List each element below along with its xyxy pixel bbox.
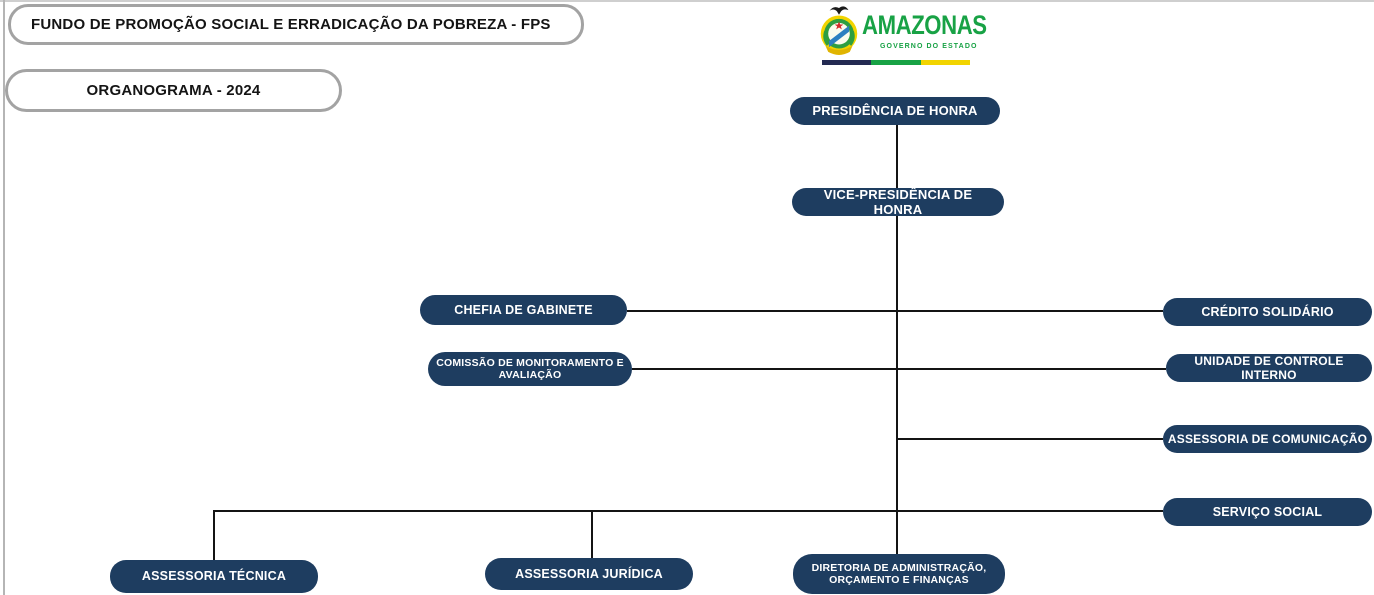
node-assessoria-de-comunicacao: ASSESSORIA DE COMUNICAÇÃO bbox=[1163, 425, 1372, 453]
node-label: VICE-PRESIDÊNCIA DE HONRA bbox=[823, 186, 973, 217]
node-label: UNIDADE DE CONTROLE INTERNO bbox=[1194, 353, 1344, 382]
node-label: ASSESSORIA JURÍDICA bbox=[515, 566, 663, 581]
node-vice-presidencia-de-honra: VICE-PRESIDÊNCIA DE HONRA bbox=[792, 186, 1004, 217]
connector-presidencia-vice bbox=[896, 125, 898, 189]
node-assessoria-juridica: ASSESSORIA JURÍDICA bbox=[485, 558, 693, 590]
logo-bar-green bbox=[871, 60, 921, 65]
connector-asscom bbox=[896, 438, 1163, 440]
node-servico-social: SERVIÇO SOCIAL bbox=[1163, 498, 1372, 526]
node-chefia-de-gabinete: CHEFIA DE GABINETE bbox=[420, 295, 627, 325]
node-presidencia-de-honra: PRESIDÊNCIA DE HONRA bbox=[790, 97, 1000, 125]
node-credito-solidario: CRÉDITO SOLIDÁRIO bbox=[1163, 298, 1372, 326]
page-title: FUNDO DE PROMOÇÃO SOCIAL E ERRADICAÇÃO D… bbox=[8, 4, 584, 45]
node-label: SERVIÇO SOCIAL bbox=[1212, 504, 1323, 519]
page-title-label: FUNDO DE PROMOÇÃO SOCIAL E ERRADICAÇÃO D… bbox=[31, 16, 551, 33]
coat-of-arms-icon bbox=[820, 6, 858, 55]
page-subtitle-label: ORGANOGRAMA - 2024 bbox=[86, 82, 261, 99]
logo-bar-yellow bbox=[920, 60, 970, 65]
connector-bottom-row bbox=[213, 510, 1163, 512]
node-assessoria-tecnica: ASSESSORIA TÉCNICA bbox=[110, 560, 318, 593]
page-subtitle: ORGANOGRAMA - 2024 bbox=[5, 69, 342, 112]
node-label: CRÉDITO SOLIDÁRIO bbox=[1201, 304, 1334, 319]
connector-chefia-credito bbox=[627, 310, 1163, 312]
node-label: COMISSÃO DE MONITORAMENTO E AVALIAÇÃO bbox=[436, 356, 624, 381]
logo-tagline-text: GOVERNO DO ESTADO bbox=[880, 43, 978, 50]
connector-drop-assjur bbox=[591, 510, 593, 558]
page-top-border bbox=[0, 0, 1374, 2]
node-label: CHEFIA DE GABINETE bbox=[454, 302, 593, 317]
node-label: PRESIDÊNCIA DE HONRA bbox=[812, 103, 978, 119]
node-label: ASSESSORIA TÉCNICA bbox=[141, 569, 287, 584]
logo-bar-navy bbox=[822, 60, 872, 65]
page-left-border bbox=[3, 0, 5, 595]
government-logo: AMAZONAS GOVERNO DO ESTADO bbox=[816, 3, 987, 69]
connector-drop-asstec bbox=[213, 510, 215, 560]
logo-tricolor-bar bbox=[822, 60, 970, 65]
node-label: DIRETORIA DE ADMINISTRAÇÃO, ORÇAMENTO E … bbox=[811, 561, 987, 586]
logo-brand-text: AMAZONAS bbox=[862, 10, 987, 40]
node-comissao-monitoramento-avaliacao: COMISSÃO DE MONITORAMENTO E AVALIAÇÃO bbox=[428, 352, 632, 386]
node-diretoria-administracao-orcamento-financas: DIRETORIA DE ADMINISTRAÇÃO, ORÇAMENTO E … bbox=[793, 554, 1005, 594]
connector-center-spine bbox=[896, 216, 898, 555]
node-unidade-controle-interno: UNIDADE DE CONTROLE INTERNO bbox=[1166, 354, 1372, 382]
connector-comissao-unidade bbox=[632, 368, 1166, 370]
node-label: ASSESSORIA DE COMUNICAÇÃO bbox=[1167, 431, 1368, 446]
